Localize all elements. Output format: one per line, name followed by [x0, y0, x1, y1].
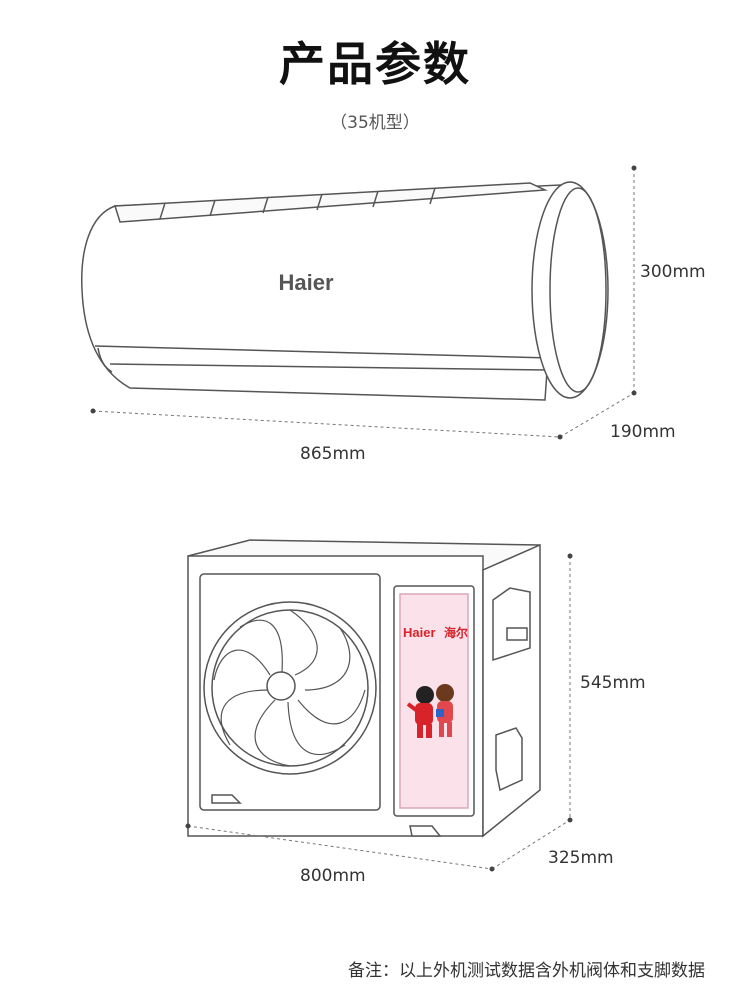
indoor-brand-logo: Haier — [278, 270, 333, 295]
outdoor-brand-logo-chinese: 海尔 — [444, 625, 468, 640]
indoor-width-label: 865mm — [300, 444, 366, 464]
indoor-depth-label: 190mm — [610, 422, 676, 442]
outdoor-unit-illustration — [187, 539, 541, 838]
footer-note: 备注：以上外机测试数据含外机阀体和支脚数据 — [348, 961, 705, 981]
mascot-image — [406, 684, 454, 738]
outdoor-brand-logo: Haier — [403, 625, 436, 640]
indoor-height-label: 300mm — [640, 262, 706, 282]
page-title: 产品参数 — [279, 37, 471, 91]
outdoor-height-label: 545mm — [580, 673, 646, 693]
model-subtitle: （35机型） — [330, 113, 420, 133]
indoor-unit-illustration — [81, 181, 609, 401]
outdoor-depth-label: 325mm — [548, 848, 614, 868]
outdoor-width-label: 800mm — [300, 866, 366, 886]
